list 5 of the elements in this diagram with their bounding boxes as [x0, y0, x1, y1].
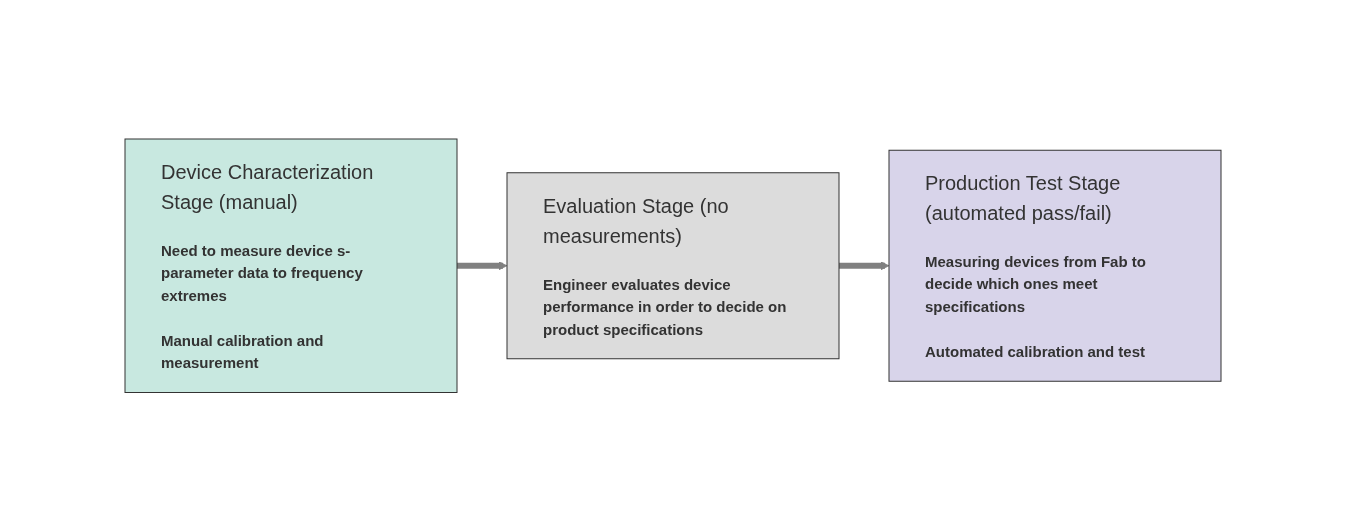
node-box: Evaluation Stage (no measurements) Engineer evaluates device performance in order to decide on product specifications — [506, 172, 840, 359]
node-box: Device Characterization Stage (manual) Need to measure device s-parameter data to frequency extremes Manual calibration and measurement — [124, 138, 458, 393]
arrow — [457, 261, 508, 270]
arrow — [839, 261, 890, 270]
node-box: Production Test Stage (automated pass/fail) Measuring devices from Fab to decide which ones meet specifications Automated calibration and test — [888, 149, 1222, 382]
